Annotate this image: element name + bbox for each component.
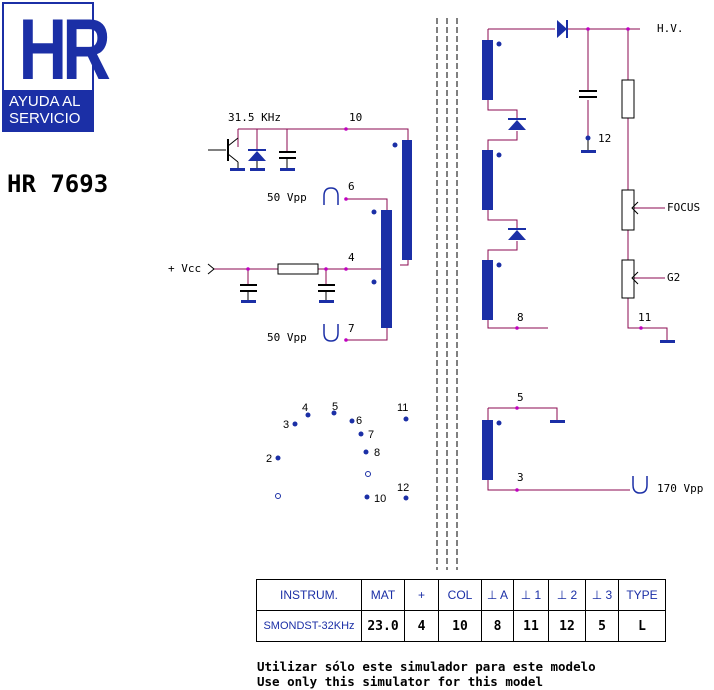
vpp-lower-label: 50 Vpp — [267, 331, 307, 344]
pin-3-label: 3 — [517, 471, 524, 484]
connector-pinout — [275, 410, 409, 501]
conn-8: 8 — [374, 447, 380, 459]
spec-value: L — [618, 610, 666, 642]
spec-value-row: SMONDST-32KHz 23.0 4 10 8 11 12 5 L — [256, 610, 666, 642]
spec-header: TYPE — [618, 579, 666, 611]
pin-12-label: 12 — [598, 132, 611, 145]
vpp-170-label: 170 Vpp — [657, 482, 703, 495]
spec-value: 10 — [438, 610, 482, 642]
spec-header-row: INSTRUM. MAT + COL ⊥ A ⊥ 1 ⊥ 2 ⊥ 3 TYPE — [256, 579, 666, 611]
usage-note-en: Use only this simulator for this model — [257, 674, 543, 689]
vcc-resistor — [277, 263, 319, 275]
spec-value: 23.0 — [361, 610, 405, 642]
vcc-capacitors — [240, 284, 335, 303]
wire-pin10-lower — [400, 259, 409, 266]
spec-table: INSTRUM. MAT + COL ⊥ A ⊥ 1 ⊥ 2 ⊥ 3 TYPE … — [256, 579, 666, 642]
wire-pin6 — [346, 198, 388, 211]
flyback-schematic: 31.5 KHz 10 6 50 Vpp + Vcc 4 7 50 Vpp H.… — [168, 18, 703, 570]
conn-12: 12 — [397, 482, 409, 494]
conn-4: 4 — [302, 402, 308, 414]
conn-2: 2 — [266, 453, 272, 465]
transistor-symbol — [208, 137, 239, 168]
polarity-dots — [371, 41, 502, 426]
divider-resistors — [621, 79, 635, 299]
g2-label: G2 — [667, 271, 680, 284]
focus-label: FOCUS — [667, 201, 700, 214]
spec-value: 5 — [585, 610, 619, 642]
pulse-170-icon — [632, 476, 648, 494]
spec-value: 12 — [548, 610, 586, 642]
pin-8-label: 8 — [517, 311, 524, 324]
freq-label: 31.5 KHz — [228, 111, 281, 124]
wire-pin7 — [346, 328, 388, 341]
spec-header: MAT — [361, 579, 405, 611]
logo-line-1: AYUDA AL — [9, 93, 81, 110]
tuning-capacitor — [279, 151, 296, 171]
windings — [381, 40, 493, 480]
ground-5 — [550, 420, 565, 423]
vcc-label: + Vcc — [168, 262, 201, 275]
conn-5: 5 — [332, 401, 338, 413]
winding-secondary-3 — [482, 260, 493, 320]
pulse-down-icon — [323, 324, 339, 342]
model-number: HR 7693 — [7, 170, 109, 198]
pin-5-label: 5 — [517, 391, 524, 404]
hv-diodes — [508, 20, 568, 240]
conn-3: 3 — [283, 419, 289, 431]
spec-header: INSTRUM. — [256, 579, 362, 611]
conn-7: 7 — [368, 429, 374, 441]
conn-11: 11 — [397, 402, 408, 414]
pin-11-label: 11 — [638, 311, 651, 324]
pin-4-label: 4 — [348, 251, 355, 264]
pulse-up-icon — [323, 187, 339, 205]
spec-value: 4 — [404, 610, 439, 642]
winding-primary-a — [402, 140, 412, 260]
pin-dots — [246, 27, 643, 492]
winding-aux — [482, 420, 493, 480]
spec-header: + — [404, 579, 439, 611]
conn-10: 10 — [374, 493, 386, 505]
winding-secondary-1 — [482, 40, 493, 100]
logo-subtitle: AYUDA AL SERVICIO — [4, 90, 92, 130]
winding-primary-b — [381, 210, 392, 328]
damper-diode — [248, 151, 266, 161]
usage-note: Utilizar sólo este simulador para este m… — [257, 659, 596, 689]
pin-7-label: 7 — [348, 322, 355, 335]
logo-line-2: SERVICIO — [9, 110, 81, 127]
vpp-upper-label: 50 Vpp — [267, 191, 307, 204]
spec-header: ⊥ A — [481, 579, 514, 611]
spec-value: 8 — [481, 610, 514, 642]
spec-header: ⊥ 2 — [548, 579, 586, 611]
winding-secondary-2 — [482, 150, 493, 210]
usage-note-es: Utilizar sólo este simulador para este m… — [257, 659, 596, 674]
pin-10-label: 10 — [349, 111, 362, 124]
hr-logo: HR AYUDA AL SERVICIO — [2, 2, 111, 132]
transformer-core — [436, 18, 458, 570]
ground-11 — [660, 340, 675, 343]
hv-label: H.V. — [657, 22, 684, 35]
spec-value: 11 — [513, 610, 549, 642]
spec-value: SMONDST-32KHz — [256, 610, 362, 642]
pin-6-label: 6 — [348, 180, 355, 193]
wire-pin10 — [238, 128, 409, 141]
spec-header: ⊥ 3 — [585, 579, 619, 611]
spec-header: ⊥ 1 — [513, 579, 549, 611]
spec-header: COL — [438, 579, 482, 611]
conn-6: 6 — [356, 415, 362, 427]
